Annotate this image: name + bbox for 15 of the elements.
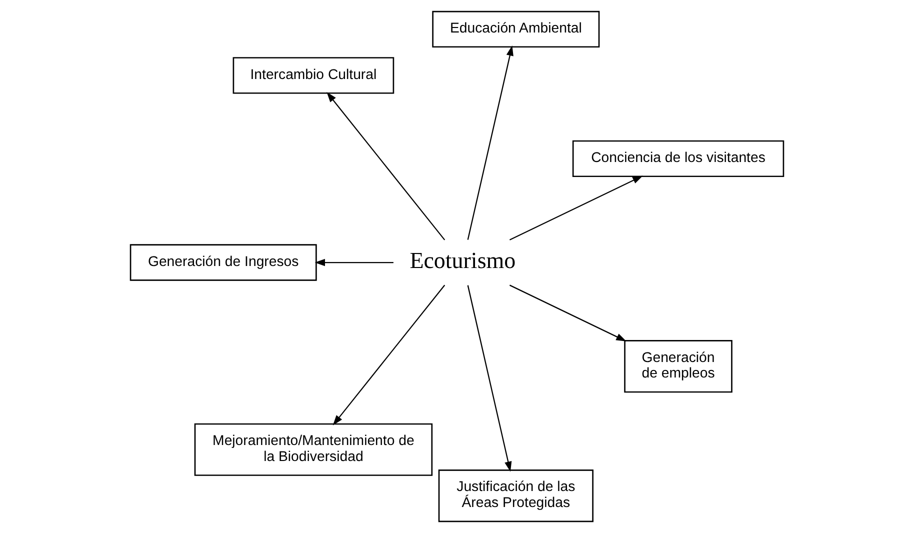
node-box: Justificación de las Áreas Protegidas bbox=[438, 470, 594, 522]
arrow bbox=[314, 258, 394, 266]
arrow bbox=[509, 284, 626, 342]
arrow bbox=[467, 285, 512, 472]
arrow bbox=[332, 284, 446, 426]
node-text: Ecoturismo bbox=[410, 248, 516, 274]
node-box: Generación de Ingresos bbox=[130, 244, 317, 281]
arrow bbox=[326, 92, 446, 240]
node-box: Conciencia de los visitantes bbox=[572, 140, 784, 178]
arrow bbox=[467, 45, 514, 240]
node-box: Generación de empleos bbox=[624, 340, 732, 393]
node-box: Educación Ambiental bbox=[432, 10, 600, 48]
node-box: Mejoramiento/Mantenimiento de la Biodiversidad bbox=[194, 423, 433, 476]
arrow bbox=[509, 176, 643, 240]
node-box: Intercambio Cultural bbox=[232, 57, 394, 94]
